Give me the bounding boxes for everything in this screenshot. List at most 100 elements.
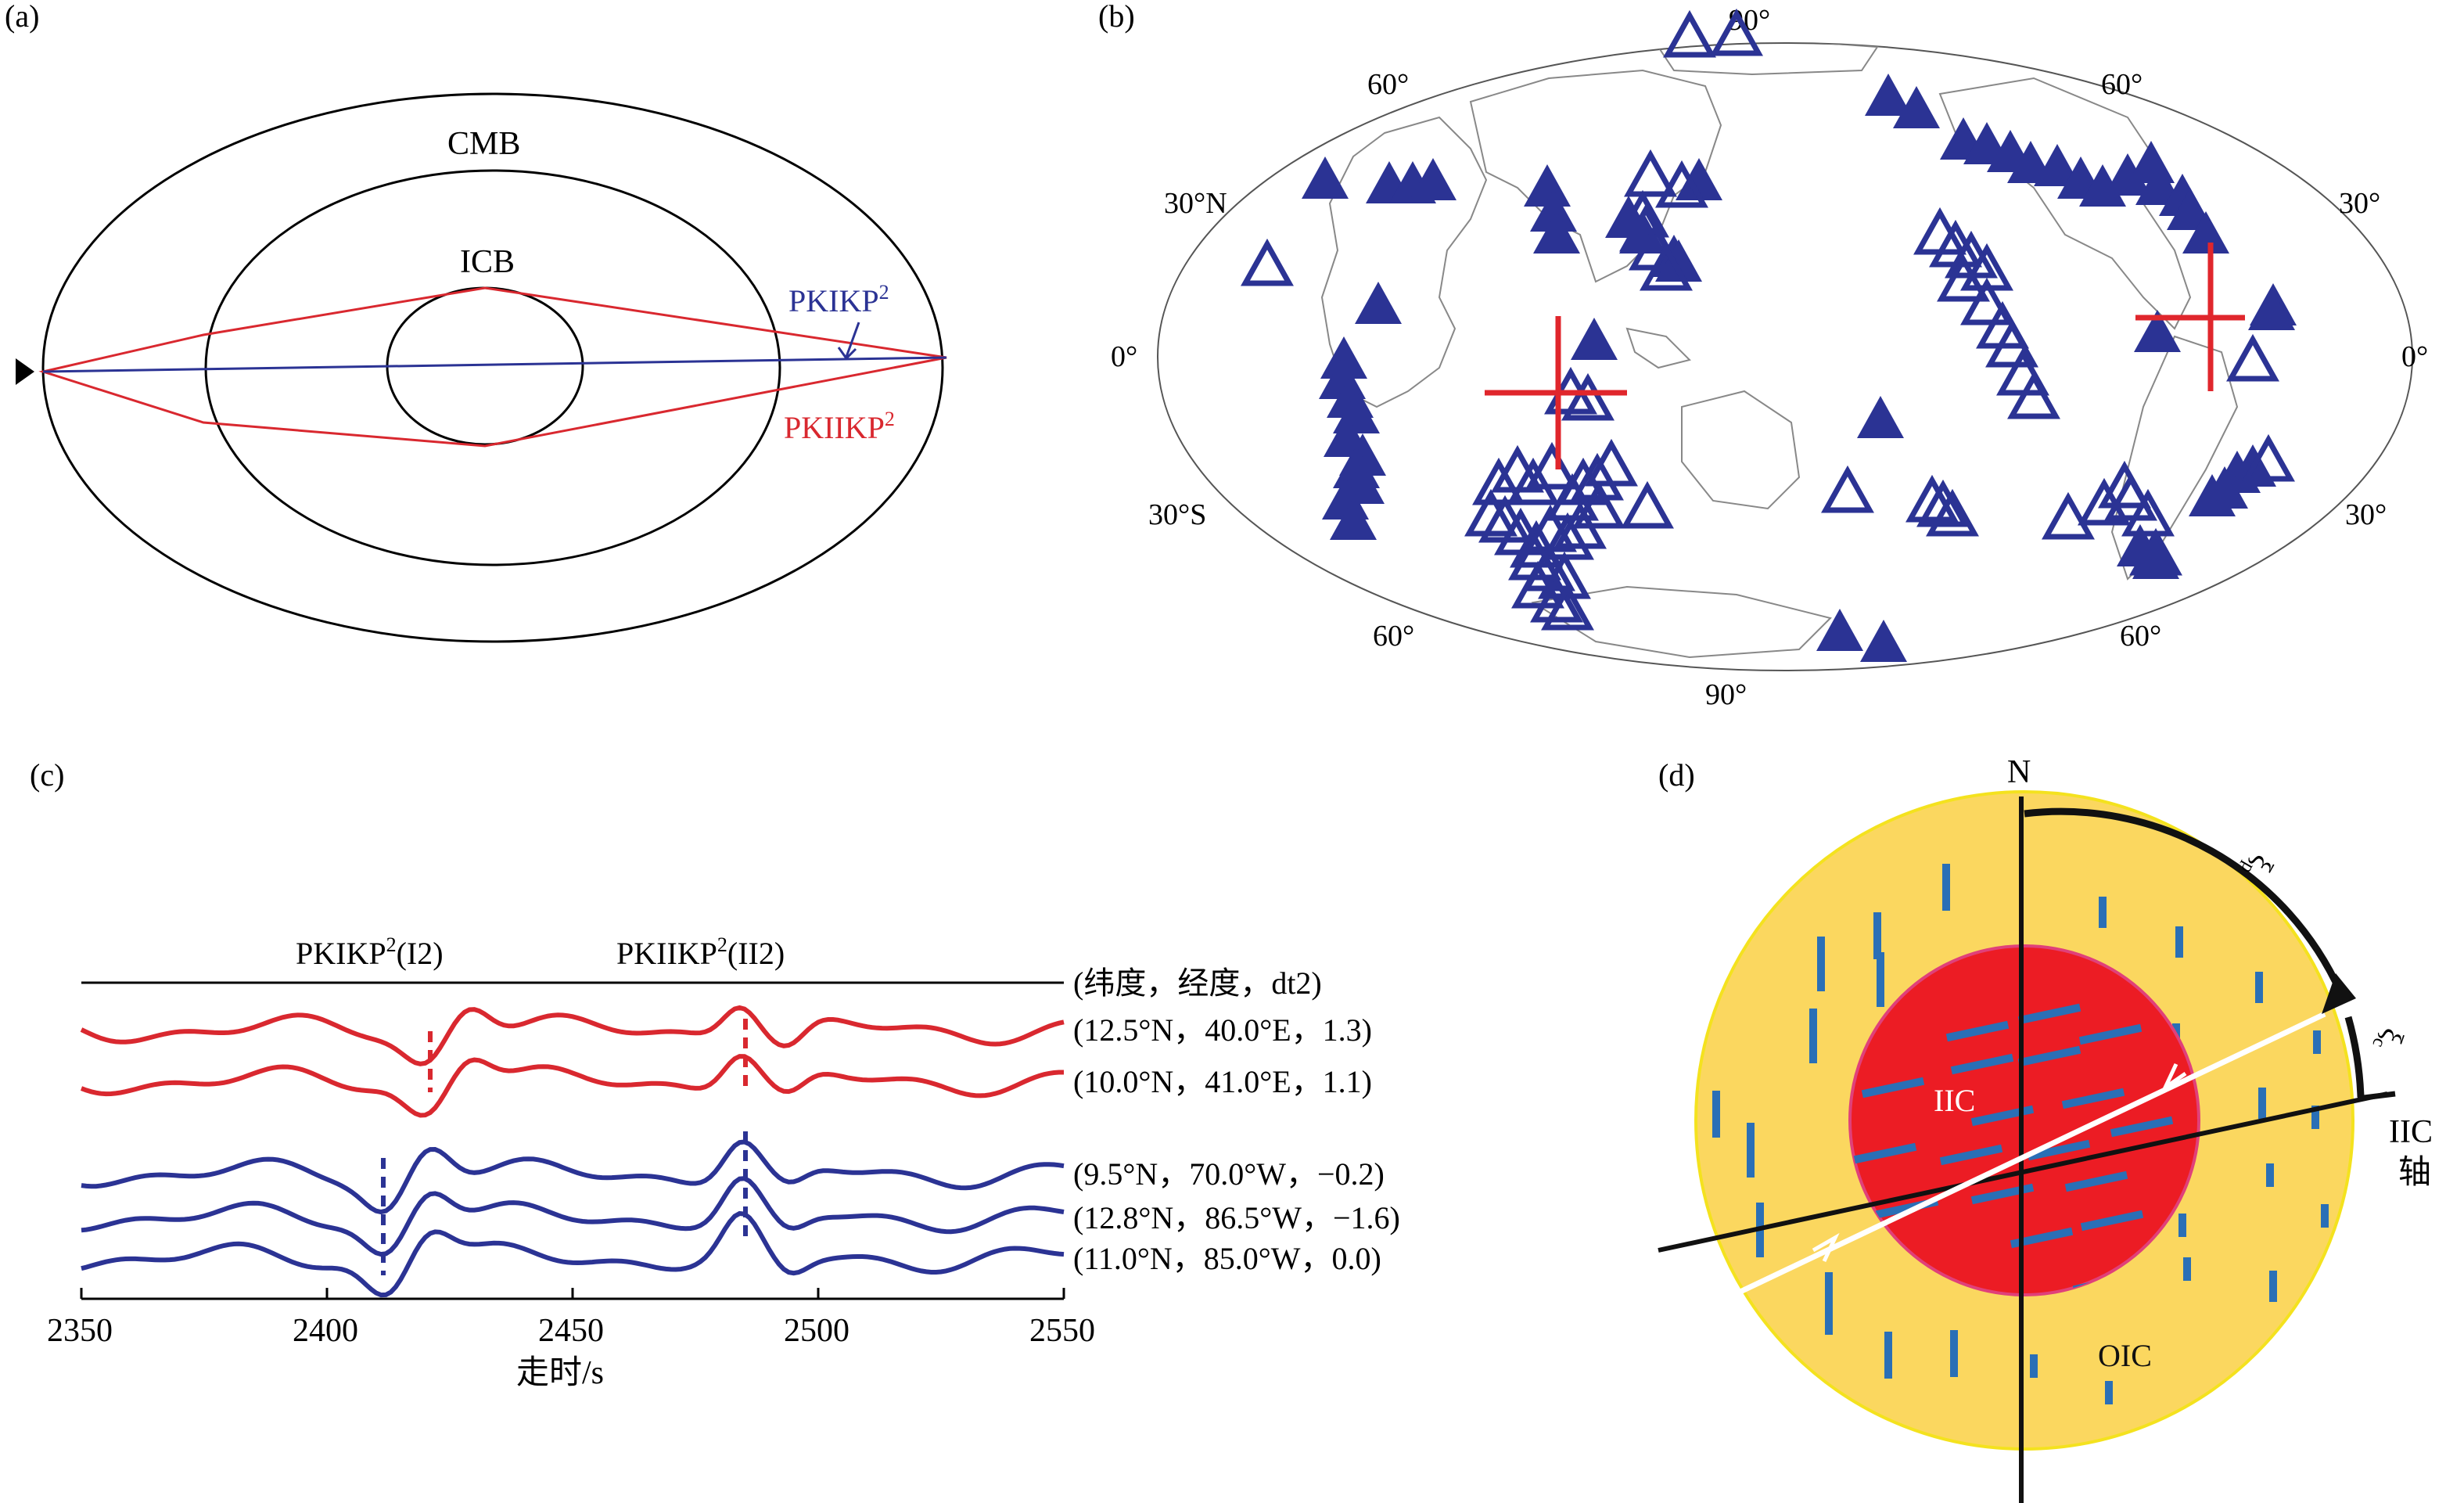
trace-label: (11.0°N，85.0°W，0.0) bbox=[1073, 1241, 1381, 1276]
ray-arrow-icon bbox=[1812, 1232, 1840, 1263]
pkiikp2-label: PKIIKP2 bbox=[784, 408, 895, 445]
trace-labels: (12.5°N，40.0°E，1.3)(10.0°N，41.0°E，1.1)(9… bbox=[1073, 1012, 1400, 1276]
iic-axis-label-1: IIC bbox=[2389, 1114, 2433, 1150]
oic-stripe bbox=[1712, 1091, 1720, 1138]
filled-station-triangle bbox=[2132, 537, 2179, 579]
open-station-triangle bbox=[1916, 479, 1970, 527]
svg-text:60°: 60° bbox=[2120, 620, 2161, 653]
oic-stripe bbox=[2313, 1030, 2321, 1054]
open-station-triangle bbox=[1985, 319, 2038, 368]
panel-d-label: (d) bbox=[1658, 757, 1695, 793]
pkikp2-pointer-icon bbox=[837, 322, 860, 361]
svg-text:30°: 30° bbox=[2345, 498, 2387, 531]
open-station-triangle bbox=[1472, 457, 1525, 505]
oic-stripe bbox=[1873, 912, 1881, 959]
filled-station-triangle bbox=[1857, 396, 1904, 438]
pkikp2-ray bbox=[42, 356, 947, 373]
open-station-triangle bbox=[1960, 277, 2013, 325]
x-tick-label: 2550 bbox=[1029, 1313, 1095, 1349]
filled-station-triangle bbox=[1655, 239, 1702, 282]
trace-label: (12.5°N，40.0°E，1.3) bbox=[1073, 1012, 1372, 1048]
filled-station-triangle bbox=[1330, 498, 1377, 540]
iic-stripe bbox=[1861, 1077, 1925, 1098]
seismogram-trace bbox=[80, 1005, 1065, 1066]
filled-station-triangle bbox=[2134, 310, 2181, 352]
xi-c-label: ξc bbox=[2368, 1023, 2410, 1055]
oic-stripe bbox=[1809, 1009, 1817, 1063]
iic-stripe bbox=[1945, 1020, 2010, 1042]
filled-station-triangle bbox=[1676, 158, 1722, 200]
oic-stripe bbox=[2311, 1106, 2319, 1129]
filled-station-triangle bbox=[2104, 153, 2151, 196]
panel-a-label: (a) bbox=[5, 0, 39, 34]
filled-station-triangle bbox=[2079, 164, 2126, 207]
iic-stripe bbox=[1853, 1142, 1917, 1164]
open-station-triangle bbox=[1525, 441, 1579, 490]
oic-stripe bbox=[2099, 897, 2107, 928]
svg-text:60°: 60° bbox=[1373, 620, 1414, 653]
open-station-triangle bbox=[1572, 480, 1625, 529]
xi-p-arc bbox=[2024, 807, 2344, 994]
open-station-triangle bbox=[1585, 438, 1638, 487]
open-station-triangle bbox=[1621, 480, 1674, 529]
seismogram-trace bbox=[80, 1054, 1064, 1118]
trace-label: (9.5°N，70.0°W，−0.2) bbox=[1073, 1156, 1385, 1192]
iic-stripe bbox=[2110, 1116, 2174, 1138]
filled-station-triangle bbox=[1302, 156, 1349, 199]
oic-stripe bbox=[1825, 1272, 1833, 1335]
iic-stripe bbox=[1970, 1183, 2035, 1205]
open-station-triangle bbox=[1821, 465, 1874, 513]
arc-arrowhead-icon bbox=[2322, 973, 2356, 1014]
open-station-triangle bbox=[1616, 189, 1669, 238]
oic-stripe bbox=[2175, 926, 2183, 958]
seismogram-trace bbox=[81, 1210, 1065, 1298]
iic-stripe bbox=[2010, 1227, 2074, 1249]
x-tick-label: 2500 bbox=[784, 1313, 849, 1349]
filled-station-triangle bbox=[1410, 158, 1456, 200]
open-station-triangle bbox=[1640, 243, 1693, 291]
oic-stripe bbox=[1877, 952, 1884, 1007]
filled-station-triangle bbox=[1355, 282, 1402, 324]
oic-stripe bbox=[2030, 1354, 2038, 1378]
open-station-triangle bbox=[1464, 488, 1518, 537]
seismogram-trace bbox=[81, 1139, 1065, 1215]
open-station-triangle bbox=[2104, 473, 2157, 521]
open-station-triangle bbox=[2226, 333, 2279, 382]
stations-filled bbox=[1302, 74, 2297, 662]
x-tick-label: 2350 bbox=[47, 1313, 113, 1349]
open-station-triangle bbox=[1507, 457, 1560, 505]
filled-station-triangle bbox=[1865, 74, 1912, 116]
phase-ii2-label: PKIIKP2(II2) bbox=[616, 933, 785, 971]
filled-station-triangle bbox=[1320, 336, 1367, 379]
x-tick-label: 2450 bbox=[538, 1313, 604, 1349]
iic-stripe bbox=[2017, 1003, 2081, 1025]
open-station-triangle bbox=[1541, 582, 1594, 631]
iic-label: IIC bbox=[1934, 1083, 1975, 1118]
open-station-triangle bbox=[2042, 491, 2095, 540]
iic-stripe bbox=[2027, 1139, 2091, 1161]
pkikp2-label: PKIKP2 bbox=[788, 281, 889, 318]
svg-text:30°N: 30°N bbox=[1164, 187, 1227, 220]
panel-b-label: (b) bbox=[1098, 0, 1135, 34]
panel-b: (b) 90° 90° 60° 60° 60° 60° 30°N 30° 30°… bbox=[1098, 0, 2428, 711]
iic-stripe bbox=[2080, 1210, 2144, 1232]
open-station-triangle bbox=[2007, 371, 2060, 419]
panel-a: (a) CMB ICB PKIKP2 PKIIKP2 bbox=[5, 0, 947, 643]
ray-arrow-icon bbox=[2160, 1063, 2187, 1094]
filled-station-triangle bbox=[1524, 164, 1571, 207]
station-marker-icon bbox=[16, 358, 34, 385]
open-station-triangle bbox=[1571, 452, 1624, 501]
trace-header: (纬度，经度，dt2) bbox=[1073, 965, 1322, 1001]
oic-stripe bbox=[2266, 1163, 2274, 1187]
oic-stripe bbox=[1950, 1330, 1958, 1377]
oic-stripe bbox=[1942, 864, 1950, 911]
icb-label: ICB bbox=[460, 244, 515, 280]
panel-d: (d) N IIC OIC ξp ξc IIC 轴 bbox=[1658, 754, 2433, 1503]
filled-station-triangle bbox=[2135, 163, 2182, 205]
open-station-triangle bbox=[1511, 560, 1564, 609]
oic-stripe bbox=[2105, 1381, 2113, 1404]
open-station-triangle bbox=[1710, 8, 1763, 56]
stations-open bbox=[1241, 8, 2295, 631]
filled-station-triangle bbox=[1530, 189, 1577, 232]
